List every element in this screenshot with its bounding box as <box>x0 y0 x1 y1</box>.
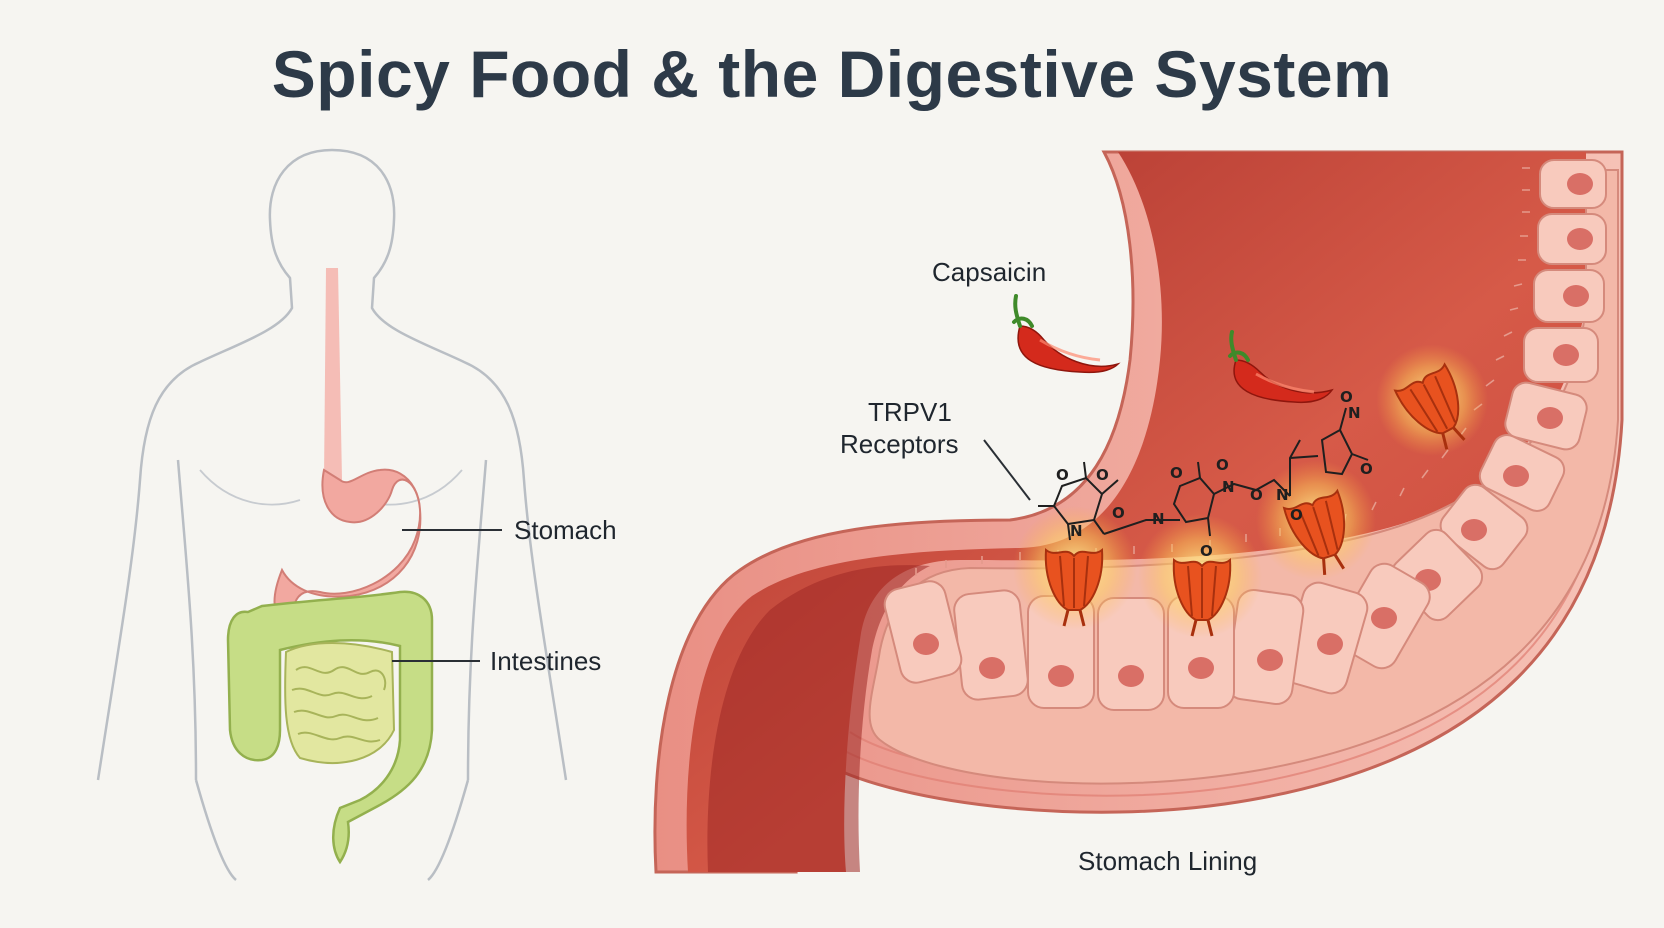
stomach-lining-label: Stomach Lining <box>1078 846 1257 876</box>
trpv1-receptor <box>1172 558 1232 637</box>
cell <box>883 580 963 684</box>
svg-text:O: O <box>1340 388 1353 406</box>
svg-text:O: O <box>1250 486 1263 504</box>
svg-text:N: N <box>1276 486 1289 504</box>
stomach-organ <box>273 468 422 621</box>
human-torso-illustration <box>96 148 568 881</box>
svg-text:O: O <box>1170 464 1183 482</box>
stomach-lumen <box>686 152 1586 872</box>
svg-text:N: N <box>1348 404 1361 422</box>
small-intestine <box>284 642 396 764</box>
intestine-coils <box>291 666 387 743</box>
cell <box>1539 159 1607 209</box>
cell <box>1523 327 1599 383</box>
cell <box>1478 433 1566 513</box>
page-title: Spicy Food & the Digestive System <box>271 37 1393 111</box>
stomach-label: Stomach <box>514 515 617 545</box>
cell <box>1097 597 1165 711</box>
svg-text:O: O <box>1112 504 1125 522</box>
svg-text:O: O <box>1200 542 1213 560</box>
svg-text:O: O <box>1056 466 1069 484</box>
esophageal-channel <box>707 565 930 872</box>
svg-text:O: O <box>1290 506 1303 524</box>
chili-pepper-icon <box>1012 294 1121 374</box>
trpv1-receptor <box>1282 488 1346 575</box>
cell <box>1533 269 1605 323</box>
cell <box>1504 381 1588 451</box>
cell <box>1439 483 1529 571</box>
svg-text:O: O <box>1216 456 1229 474</box>
svg-text:N: N <box>1152 510 1165 528</box>
trpv1-receptor <box>1393 362 1466 450</box>
svg-text:O: O <box>1096 466 1109 484</box>
capsaicin-label: Capsaicin <box>932 257 1046 287</box>
intestines-label: Intestines <box>490 646 601 676</box>
svg-text:O: O <box>1360 460 1373 478</box>
svg-text:N: N <box>1070 522 1083 540</box>
trpv1-label-line1: TRPV1 <box>868 397 952 427</box>
trpv1-callout-line <box>983 439 1031 501</box>
large-intestine <box>226 590 434 865</box>
chili-pepper-icon <box>1228 330 1334 404</box>
body-outline <box>96 148 568 881</box>
trpv1-receptor <box>1044 548 1104 627</box>
cell <box>953 589 1029 701</box>
esophagus <box>324 268 342 480</box>
svg-text:N: N <box>1222 478 1235 496</box>
cell <box>1537 213 1607 265</box>
trpv1-label-line2: Receptors <box>840 429 959 459</box>
capsaicin-molecules <box>1038 407 1369 541</box>
